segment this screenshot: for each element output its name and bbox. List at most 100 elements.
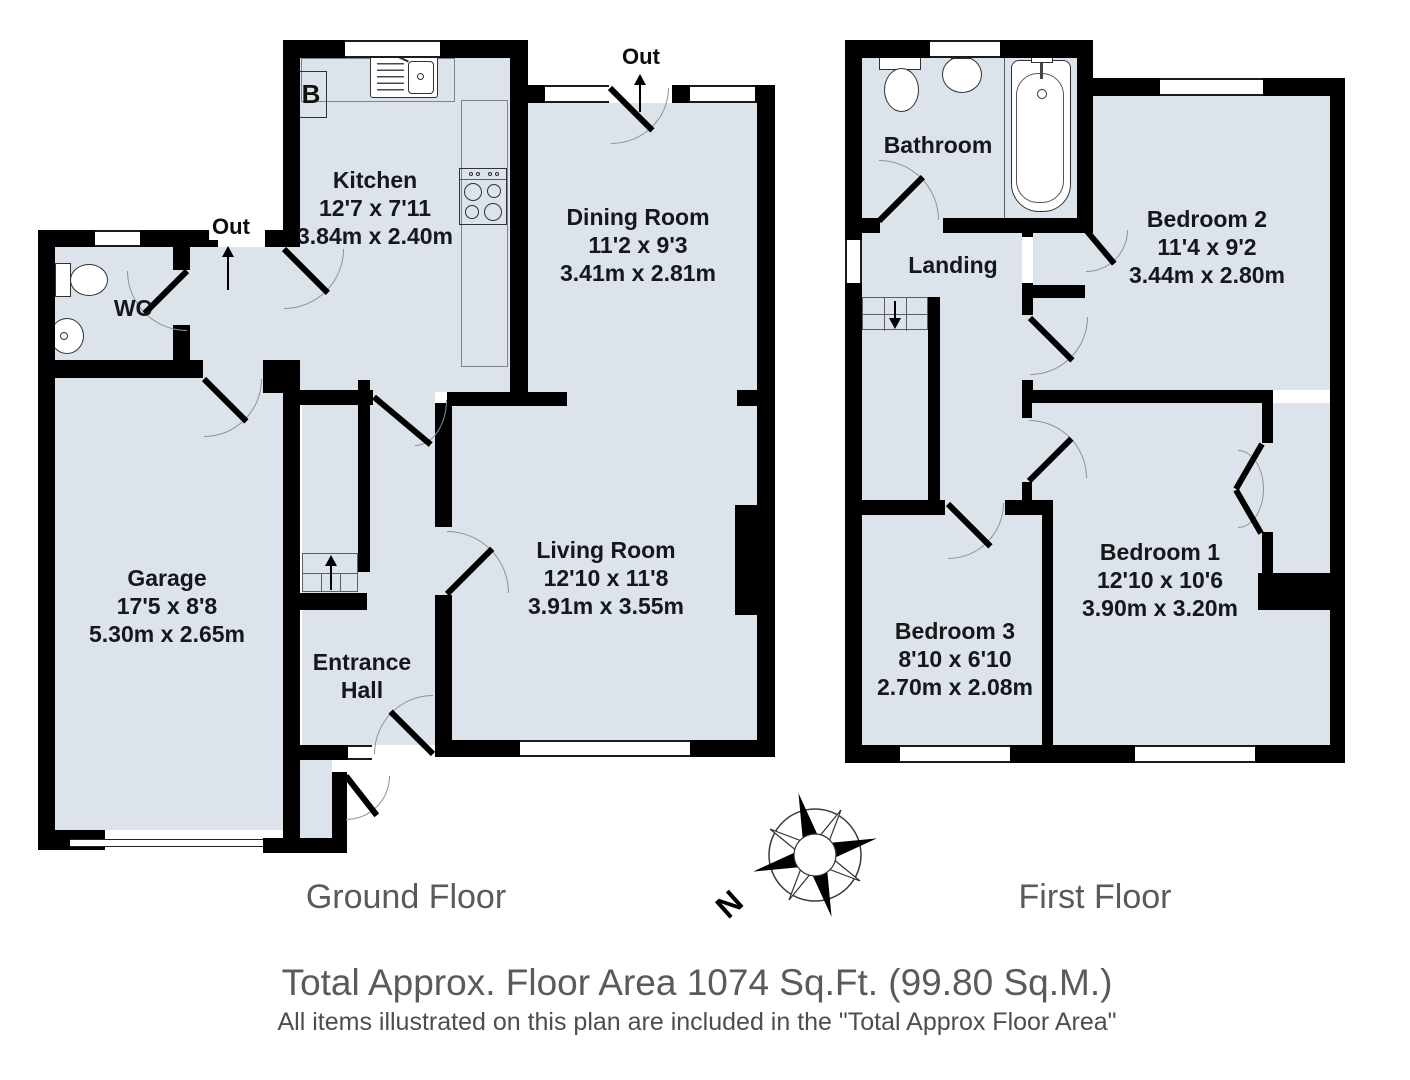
wall xyxy=(943,218,1093,233)
garage-floor xyxy=(55,378,283,830)
stairs-direction-arrow xyxy=(894,301,896,321)
room-label-wc: WC xyxy=(113,295,153,321)
arrow-head-icon xyxy=(634,74,646,85)
wall xyxy=(1330,78,1345,763)
garage-door xyxy=(70,839,263,847)
wall xyxy=(737,390,775,406)
window xyxy=(520,740,690,757)
wall xyxy=(263,360,300,393)
room-label-bedroom1: Bedroom 1 12'10 x 10'6 3.90m x 3.20m xyxy=(1081,539,1239,621)
kitchen-counter xyxy=(461,100,508,367)
wall xyxy=(283,393,300,760)
stove-icon xyxy=(459,168,507,225)
wall xyxy=(435,595,452,745)
window xyxy=(95,230,140,247)
sink-plug-icon xyxy=(417,73,424,80)
out-arrow xyxy=(227,254,229,290)
bathtub-icon xyxy=(1011,55,1071,212)
bedroom1-doorway xyxy=(1022,418,1032,482)
bath-enclosure-line xyxy=(1004,58,1005,218)
wall xyxy=(757,85,775,757)
out-label: Out xyxy=(619,44,663,70)
wall xyxy=(928,297,940,500)
window xyxy=(545,85,609,103)
chimney-breast xyxy=(1258,573,1345,610)
toilet-icon xyxy=(884,68,919,112)
wall xyxy=(300,745,348,760)
wall xyxy=(435,403,452,527)
stairs-down xyxy=(862,297,928,331)
sink-drainer-icon xyxy=(377,63,404,92)
wall xyxy=(290,593,367,610)
compass-rose xyxy=(753,793,877,917)
wall xyxy=(358,380,370,572)
dining-living-opening xyxy=(570,390,737,406)
wall xyxy=(38,360,203,378)
wall xyxy=(1042,515,1053,745)
window xyxy=(345,40,440,58)
wall xyxy=(845,40,862,763)
wall xyxy=(1077,58,1093,233)
window xyxy=(845,240,862,283)
room-label-dining: Dining Room 11'2 x 9'3 3.41m x 2.81m xyxy=(559,204,717,286)
wall xyxy=(283,760,300,838)
bedroom2-doorway xyxy=(1022,315,1033,380)
wall xyxy=(38,230,55,845)
wc-toilet-icon xyxy=(70,264,108,296)
wall xyxy=(1022,218,1033,237)
room-label-bedroom2: Bedroom 2 11'4 x 9'2 3.44m x 2.80m xyxy=(1128,206,1286,288)
room-label-living: Living Room 12'10 x 11'8 3.91m x 3.55m xyxy=(527,537,685,619)
window xyxy=(930,40,1000,58)
bathroom-basin-icon xyxy=(942,56,982,93)
wc-cistern-icon xyxy=(55,263,71,297)
wall xyxy=(263,838,347,853)
front-door-sidelight xyxy=(348,745,372,760)
boiler-label: B xyxy=(301,79,321,109)
stairs-direction-arrow xyxy=(330,562,332,590)
ground-floor-title: Ground Floor xyxy=(305,878,507,916)
bedroom2-floor xyxy=(1033,233,1330,390)
wall xyxy=(1022,403,1032,418)
wall xyxy=(1022,283,1033,315)
wall xyxy=(1022,390,1273,403)
burner-icon xyxy=(464,183,482,201)
closet-wall xyxy=(1262,403,1273,443)
window xyxy=(690,85,755,103)
chimney-breast xyxy=(735,505,775,615)
wall xyxy=(1022,380,1033,403)
arrow-head-icon xyxy=(889,318,901,329)
closet-wall xyxy=(1262,532,1273,573)
room-label-kitchen: Kitchen 12'7 x 7'11 3.84m x 2.40m xyxy=(296,167,454,249)
total-area-text: Total Approx. Floor Area 1074 Sq.Ft. (99… xyxy=(281,962,1113,1003)
kitchen-floor xyxy=(300,58,510,392)
bath-drain-icon xyxy=(1037,89,1047,99)
basin-tap-icon xyxy=(60,332,68,340)
wall xyxy=(1022,482,1032,515)
dining-room-floor xyxy=(528,103,757,392)
window xyxy=(900,745,1010,763)
disclaimer-text: All items illustrated on this plan are i… xyxy=(277,1008,1117,1036)
room-label-entrance-hall: Entrance Hall xyxy=(312,649,412,703)
out-arrow xyxy=(639,84,641,112)
window xyxy=(1135,745,1255,763)
wall xyxy=(447,392,567,406)
burner-icon xyxy=(484,203,502,221)
room-label-bedroom3: Bedroom 3 8'10 x 6'10 2.70m x 2.08m xyxy=(876,618,1034,700)
wall xyxy=(510,58,528,398)
porch-floor xyxy=(300,760,332,838)
wall xyxy=(1033,285,1085,298)
burner-icon xyxy=(487,184,501,198)
window xyxy=(1160,78,1263,96)
garage-doorway xyxy=(203,360,263,378)
sink-bowl-icon xyxy=(408,61,434,94)
bathroom-doorway xyxy=(880,218,943,233)
room-label-garage: Garage 17'5 x 8'8 5.30m x 2.65m xyxy=(88,565,246,647)
wall xyxy=(862,500,945,515)
wall xyxy=(173,247,190,270)
wall xyxy=(285,390,373,405)
wall xyxy=(862,218,880,233)
arrow-head-icon xyxy=(325,555,337,566)
landing-floor xyxy=(862,233,1022,515)
out-label: Out xyxy=(209,214,253,240)
